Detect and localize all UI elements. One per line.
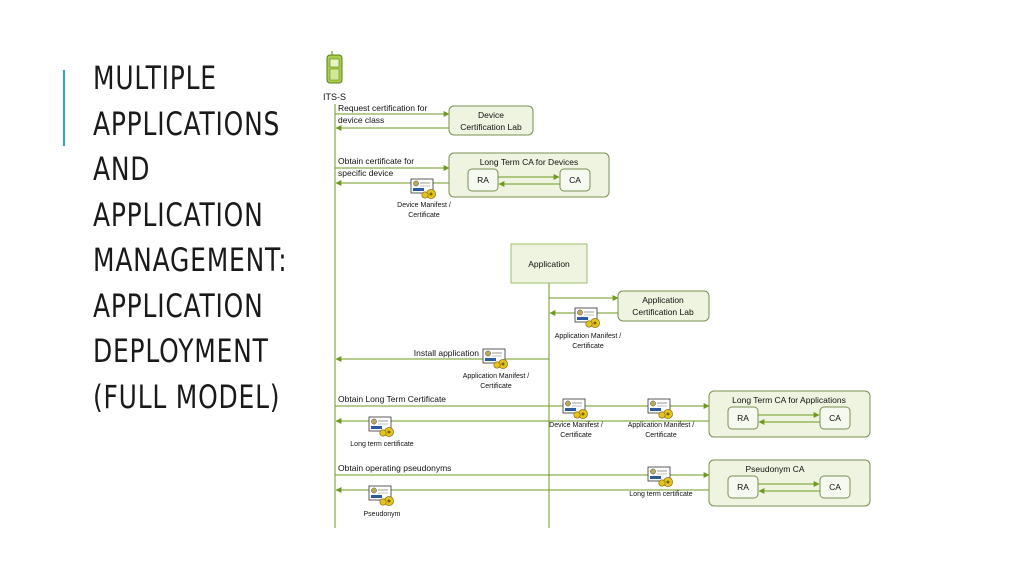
title-line: APPLICATION xyxy=(93,286,264,325)
ltca-apps-label: Long Term CA for Applications xyxy=(732,395,846,405)
app-manifest-label: Application Manifest / xyxy=(628,422,695,429)
ca-box xyxy=(819,475,851,499)
ra-label: RA xyxy=(477,175,489,185)
obtain-pseudonyms-label: Obtain operating pseudonyms xyxy=(338,463,451,473)
certificate-icon xyxy=(647,466,674,488)
certificate-icon xyxy=(482,348,509,370)
request-cert-label: device class xyxy=(338,115,384,125)
title-line: (FULL MODEL) xyxy=(93,377,281,416)
obtain-cert-label: specific device xyxy=(338,168,394,178)
request-cert-label: Request certification for xyxy=(338,103,427,113)
ra-label: RA xyxy=(737,482,749,492)
ca-label: CA xyxy=(569,175,581,185)
lt-cert-label: Long term certificate xyxy=(629,491,693,498)
pseudonym-label: Pseudonym xyxy=(364,511,401,518)
app-manifest-label: Application Manifest / xyxy=(463,373,530,380)
app-manifest-label: Application Manifest / xyxy=(555,333,622,340)
app-manifest-label: Certificate xyxy=(645,432,677,439)
certificate-icon xyxy=(574,307,601,329)
install-app-label: Install application xyxy=(414,348,479,358)
certificate-icon xyxy=(410,178,437,200)
title-line: APPLICATIONS xyxy=(93,104,281,143)
app-manifest-label: Certificate xyxy=(572,343,604,350)
ca-label: CA xyxy=(829,482,841,492)
title-line: AND xyxy=(93,150,151,188)
application-label: Application xyxy=(528,259,570,269)
application-box xyxy=(510,243,588,284)
device-manifest-label: Device Manifest / xyxy=(549,422,603,429)
ra-box xyxy=(467,168,499,192)
pseudonym-ca-label: Pseudonym CA xyxy=(745,464,804,474)
certificate-icon xyxy=(368,416,395,438)
ca-label: CA xyxy=(829,413,841,423)
ltca-devices-label: Long Term CA for Devices xyxy=(480,157,579,167)
device-manifest-label: Device Manifest / xyxy=(397,202,451,209)
slide-title: MULTIPLE APPLICATIONS AND APPLICATION MA… xyxy=(93,56,288,420)
lt-cert-label: Long term certificate xyxy=(350,441,414,448)
device-cert-lab-label: Certification Lab xyxy=(460,122,522,132)
obtain-lt-cert-label: Obtain Long Term Certificate xyxy=(338,394,446,404)
certificate-icon xyxy=(368,485,395,507)
app-cert-lab-label: Certification Lab xyxy=(632,307,694,317)
obtain-cert-label: Obtain certificate for xyxy=(338,156,414,166)
device-cert-lab-label: Device xyxy=(478,110,504,120)
ca-box xyxy=(559,168,591,192)
ra-box xyxy=(727,406,759,430)
ca-box xyxy=(819,406,851,430)
device-cert-lab-box xyxy=(448,105,534,136)
app-cert-lab-box xyxy=(617,290,710,322)
app-cert-lab-label: Application xyxy=(642,295,684,305)
certificate-icon xyxy=(562,398,589,420)
its-s-label: ITS-S xyxy=(323,92,346,102)
ra-label: RA xyxy=(737,413,749,423)
device-manifest-label: Certificate xyxy=(560,432,592,439)
title-line: APPLICATION xyxy=(93,195,264,234)
certificate-icon xyxy=(647,398,674,420)
phone-icon xyxy=(326,51,343,84)
accent-bar xyxy=(63,70,65,146)
device-manifest-label: Certificate xyxy=(408,212,440,219)
title-line: MULTIPLE xyxy=(93,59,217,97)
title-line: MANAGEMENT: xyxy=(93,241,288,279)
title-line: DEPLOYMENT xyxy=(93,332,269,370)
ra-box xyxy=(727,475,759,499)
app-manifest-label: Certificate xyxy=(480,383,512,390)
